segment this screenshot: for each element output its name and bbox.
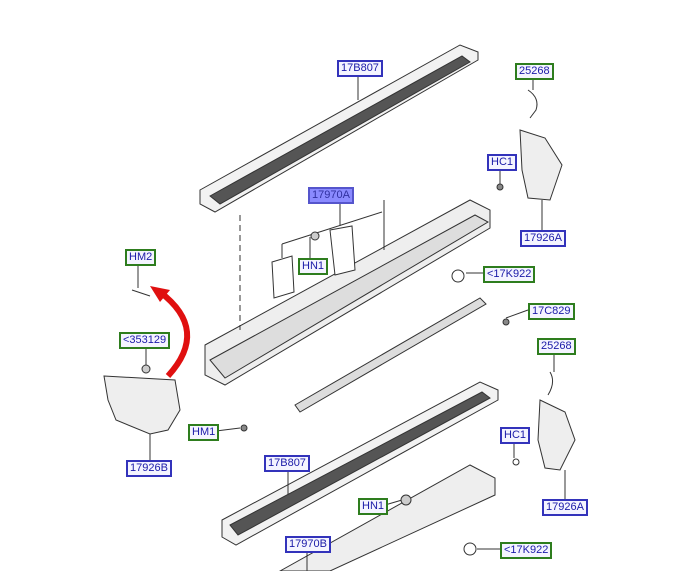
callout-17k922-upper[interactable]: <17K922 [483, 266, 536, 283]
callout-hn1-upper[interactable]: HN1 [298, 258, 329, 275]
callout-17926b[interactable]: 17926B [126, 460, 172, 477]
callout-hc1-upper[interactable]: HC1 [487, 154, 518, 171]
callout-25268-lower[interactable]: 25268 [537, 338, 576, 355]
callout-17926a-lower[interactable]: 17926A [542, 499, 588, 516]
callout-17970b[interactable]: 17970B [285, 536, 331, 553]
callout-17926a-upper[interactable]: 17926A [520, 230, 566, 247]
callout-17c829[interactable]: 17C829 [528, 303, 575, 320]
bumper-beam-upper [204, 199, 491, 386]
callout-17970a-selected[interactable]: 17970A [308, 187, 354, 204]
callout-hn1-lower[interactable]: HN1 [358, 498, 389, 515]
callout-17b807-lower[interactable]: 17B807 [264, 455, 310, 472]
callout-hm2[interactable]: HM2 [125, 249, 157, 266]
scuff-plate-upper [199, 44, 479, 213]
reposition-arrow [158, 289, 191, 379]
scuff-plate-lower [221, 381, 499, 546]
callout-hc1-lower[interactable]: HC1 [500, 427, 531, 444]
callout-17b807-upper[interactable]: 17B807 [337, 60, 383, 77]
callout-17k922-lower[interactable]: <17K922 [500, 542, 553, 559]
callout-25268-upper[interactable]: 25268 [515, 63, 554, 80]
callout-hm1[interactable]: HM1 [188, 424, 220, 441]
callout-353129[interactable]: <353129 [119, 332, 171, 349]
bumper-end-cap-left [103, 263, 181, 460]
